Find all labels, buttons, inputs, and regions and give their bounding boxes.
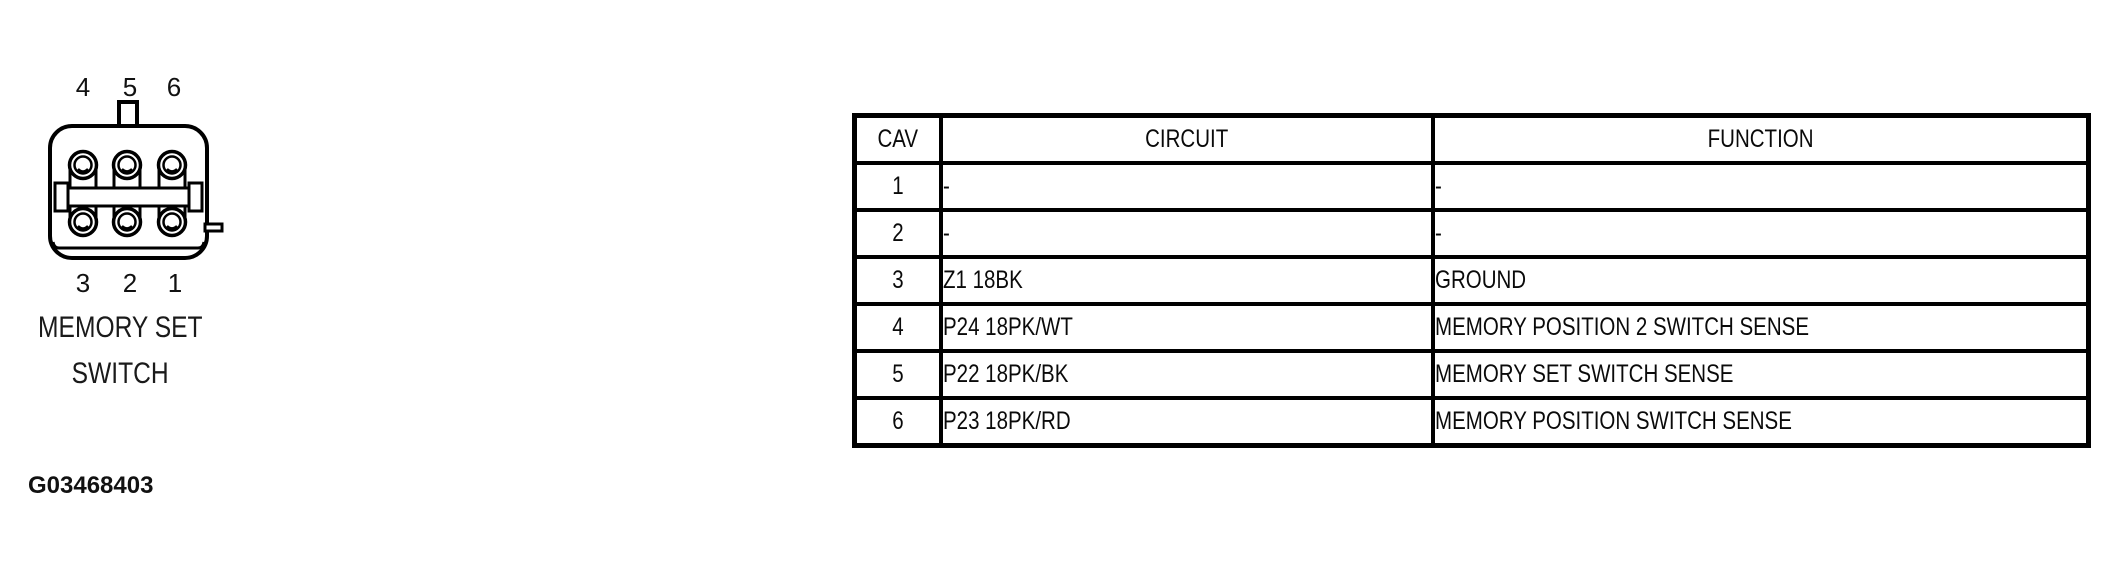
table-row: 1 - - — [852, 161, 2091, 212]
table-header-row: CAV CIRCUIT FUNCTION — [852, 113, 2091, 165]
cell-circuit: Z1 18BK — [938, 255, 1435, 306]
connector-middle-bar — [54, 186, 204, 208]
connector-bottom-seam — [51, 241, 206, 250]
connector-caption-line1: MEMORY SET — [37, 311, 203, 344]
connector-right-key — [187, 181, 204, 213]
cell-function: MEMORY SET SWITCH SENSE — [1430, 349, 2091, 400]
cell-function: - — [1430, 161, 2091, 212]
col-header-circuit: CIRCUIT — [938, 113, 1435, 165]
cell-cav: 1 — [852, 161, 943, 212]
connector-caption: MEMORY SET SWITCH — [0, 305, 240, 397]
figure-code: G03468403 — [28, 472, 154, 499]
pin-label-1: 1 — [168, 268, 182, 298]
cell-cav: 3 — [852, 255, 943, 306]
cell-circuit: - — [938, 208, 1435, 259]
cell-circuit: P24 18PK/WT — [938, 302, 1435, 353]
pin-label-3: 3 — [76, 268, 90, 298]
cell-function: MEMORY POSITION 2 SWITCH SENSE — [1430, 302, 2091, 353]
pinout-table: CAV CIRCUIT FUNCTION 1 - - 2 - - 3 Z1 18… — [852, 113, 2091, 448]
connector-left-key — [53, 181, 70, 213]
terminal-circle — [67, 149, 99, 181]
terminal-circle — [111, 206, 143, 238]
cell-function: GROUND — [1430, 255, 2091, 306]
table-row: 2 - - — [852, 208, 2091, 259]
cell-cav: 5 — [852, 349, 943, 400]
cell-cav: 6 — [852, 396, 943, 448]
memory-set-switch-connector-diagram: 4 5 6 — [48, 72, 224, 298]
col-header-function: FUNCTION — [1430, 113, 2091, 165]
terminal-circle — [67, 206, 99, 238]
terminal-circle — [111, 149, 143, 181]
cell-circuit: P23 18PK/RD — [938, 396, 1435, 448]
pin-label-4: 4 — [76, 72, 90, 102]
table-row: 4 P24 18PK/WT MEMORY POSITION 2 SWITCH S… — [852, 302, 2091, 353]
connector-caption-line2: SWITCH — [71, 357, 169, 390]
cell-function: MEMORY POSITION SWITCH SENSE — [1430, 396, 2091, 448]
cell-circuit: - — [938, 161, 1435, 212]
pin-label-2: 2 — [123, 268, 137, 298]
terminal-cavities — [67, 149, 188, 238]
cell-function: - — [1430, 208, 2091, 259]
table-row: 3 Z1 18BK GROUND — [852, 255, 2091, 306]
col-header-cav: CAV — [852, 113, 943, 165]
pin-label-6: 6 — [167, 72, 181, 102]
table-row: 6 P23 18PK/RD MEMORY POSITION SWITCH SEN… — [852, 396, 2091, 448]
cell-cav: 4 — [852, 302, 943, 353]
terminal-circle — [156, 206, 188, 238]
cell-cav: 2 — [852, 208, 943, 259]
table-row: 5 P22 18PK/BK MEMORY SET SWITCH SENSE — [852, 349, 2091, 400]
pin-label-5: 5 — [123, 72, 137, 102]
connector-side-pin — [203, 222, 224, 233]
cell-circuit: P22 18PK/BK — [938, 349, 1435, 400]
terminal-circle — [156, 149, 188, 181]
